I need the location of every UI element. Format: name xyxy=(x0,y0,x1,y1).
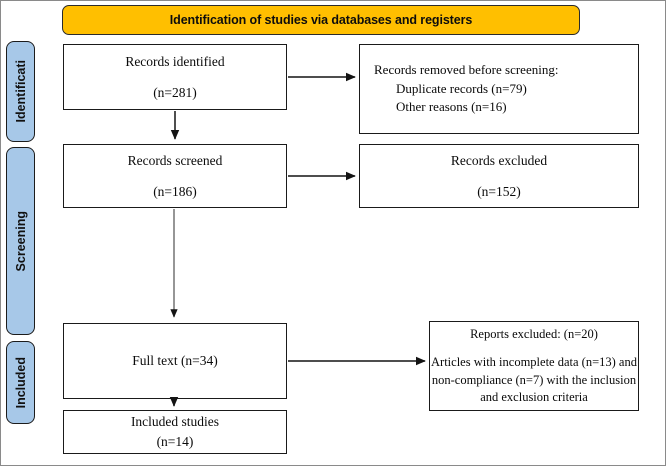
node-records-removed-duplicates: Duplicate records (n=79) xyxy=(396,80,527,96)
node-records-removed-line1: Records removed before screening: xyxy=(374,61,559,77)
spacer xyxy=(64,72,286,83)
phase-tab-identification-label: Identificati xyxy=(13,60,28,123)
phase-tab-included: Included xyxy=(6,341,35,424)
spacer xyxy=(360,171,638,182)
spacer xyxy=(64,171,286,182)
node-included-studies: Included studies (n=14) xyxy=(63,410,287,454)
node-reports-excluded-line4: and exclusion criteria xyxy=(480,390,588,404)
node-reports-excluded-line2: Articles with incomplete data (n=13) and xyxy=(431,355,637,369)
phase-tab-screening: Screening xyxy=(6,147,35,335)
node-included-studies-line1: Included studies xyxy=(130,414,220,430)
node-records-removed: Records removed before screening: Duplic… xyxy=(359,44,639,134)
node-records-excluded-line1: Records excluded xyxy=(450,152,548,168)
node-full-text: Full text (n=34) xyxy=(63,323,287,399)
node-reports-excluded-line1: Reports excluded: (n=20) xyxy=(470,326,598,341)
node-records-screened: Records screened (n=186) xyxy=(63,144,287,208)
node-records-identified: Records identified (n=281) xyxy=(63,44,287,110)
node-records-excluded-count: (n=152) xyxy=(477,183,521,199)
node-records-screened-count: (n=186) xyxy=(153,183,197,199)
node-records-excluded: Records excluded (n=152) xyxy=(359,144,639,208)
node-records-screened-line1: Records screened xyxy=(127,152,223,168)
node-reports-excluded-line3: non-compliance (n=7) with the inclusion xyxy=(431,372,637,387)
diagram-title-banner: Identification of studies via databases … xyxy=(62,5,580,35)
node-reports-excluded: Reports excluded: (n=20) Articles with i… xyxy=(429,321,639,411)
node-records-removed-other: Other reasons (n=16) xyxy=(396,99,507,115)
spacer xyxy=(430,343,638,354)
node-records-identified-count: (n=281) xyxy=(153,84,197,100)
diagram-title-text: Identification of studies via databases … xyxy=(169,13,473,27)
node-included-studies-count: (n=14) xyxy=(156,434,194,449)
node-full-text-line1: Full text (n=34) xyxy=(132,353,218,369)
phase-tab-screening-label: Screening xyxy=(13,210,28,272)
phase-tab-included-label: Included xyxy=(13,356,28,409)
node-records-identified-line1: Records identified xyxy=(125,53,225,69)
phase-tab-identification: Identificati xyxy=(6,41,35,142)
